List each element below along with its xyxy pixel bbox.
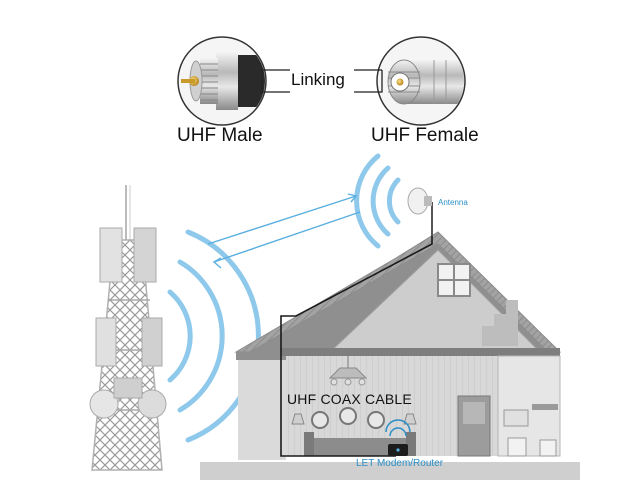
antenna-label: Antenna	[438, 198, 468, 207]
antenna-icon	[407, 187, 433, 236]
signal-waves-antenna	[354, 153, 401, 249]
uhf-male-label: UHF Male	[177, 125, 263, 146]
linking-label: Linking	[291, 70, 345, 89]
coax-cable-label: UHF COAX CABLE	[287, 391, 412, 407]
router-icon	[385, 419, 411, 456]
router-label: LET Modem/Router	[356, 458, 444, 469]
uhf-female-connector-icon	[376, 36, 466, 126]
signal-arrows	[207, 193, 361, 269]
uhf-female-label: UHF Female	[371, 125, 479, 146]
coax-cable	[280, 236, 433, 457]
uhf-male-connector-icon	[177, 36, 267, 126]
linking-connector-line	[261, 69, 383, 93]
signal-waves-left	[167, 229, 261, 443]
house-icon	[200, 231, 580, 480]
cell-tower-icon	[89, 185, 167, 471]
